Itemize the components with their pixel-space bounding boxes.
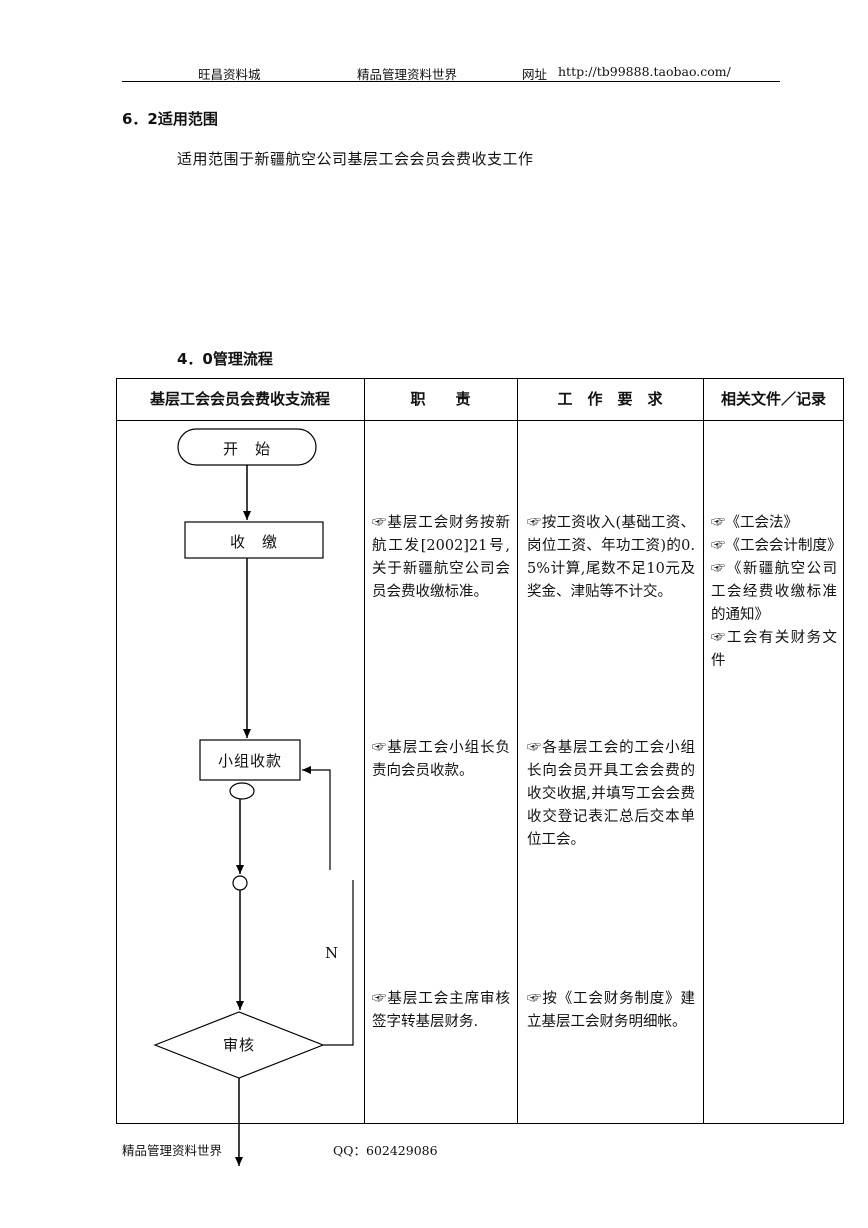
responsibility-group-collect: ☞基层工会小组长负责向会员收款。 <box>372 740 510 779</box>
responsibility-collect: ☞基层工会财务按新航工发[2002]21号,关于新疆航空公司会员会费收缴标准。 <box>372 515 510 600</box>
flow-junction <box>232 875 248 891</box>
document-item: ☞《新疆航空公司工会经费收缴标准的通知》 <box>711 561 837 623</box>
documents-list: ☞《工会法》 ☞《工会会计制度》 ☞《新疆航空公司工会经费收缴标准的通知》 ☞工… <box>711 512 842 673</box>
footer-qq: QQ：602429086 <box>333 1143 438 1158</box>
table-col-divider <box>517 378 518 1124</box>
table-col-divider <box>364 378 365 1124</box>
section-62-title: 6．2适用范围 <box>122 110 218 128</box>
flow-no-label: N <box>325 944 340 962</box>
table-col-divider <box>703 378 704 1124</box>
header-rule <box>122 81 780 82</box>
header-site-label: 网址 <box>522 67 548 82</box>
header-left: 旺昌资料城 <box>198 67 261 82</box>
flow-collect-box <box>184 521 324 559</box>
flow-collect-label: 收 缴 <box>229 533 278 551</box>
footer-left: 精品管理资料世界 <box>122 1143 223 1158</box>
flow-feedback-arrow <box>302 766 331 870</box>
table-header-rule <box>116 420 844 421</box>
document-item: ☞《工会法》 <box>711 515 798 531</box>
process-table <box>116 378 844 1124</box>
flow-review-label: 审核 <box>222 1036 255 1054</box>
requirement-collect: ☞按工资收入(基础工资、岗位工资、年功工资)的0.5%计算,尾数不足10元及奖金… <box>527 515 695 600</box>
flow-group-collect-label: 小组收款 <box>217 752 282 770</box>
responsibility-review: ☞基层工会主席审核签字转基层财务. <box>372 991 510 1030</box>
flow-feedback-line <box>323 880 354 1046</box>
flow-connector <box>229 782 255 800</box>
requirement-review: ☞按《工会财务制度》建立基层工会财务明细帐。 <box>527 991 695 1030</box>
document-item: ☞工会有关财务文件 <box>711 630 837 669</box>
flow-start-label: 开 始 <box>222 440 271 458</box>
requirement-group-collect: ☞各基层工会的工会小组长向会员开具工会会费的收交收据,并填写工会会费收交登记表汇… <box>527 740 695 848</box>
header-url[interactable]: http://tb99888.taobao.com/ <box>558 64 731 79</box>
header-middle: 精品管理资料世界 <box>357 67 458 82</box>
flow-group-collect-box <box>199 739 301 781</box>
table-header-process: 基层工会会员会费收支流程 <box>149 390 330 408</box>
document-item: ☞《工会会计制度》 <box>711 538 842 554</box>
section-62-body: 适用范围于新疆航空公司基层工会会员会费收支工作 <box>177 150 534 168</box>
section-40-title: 4．0管理流程 <box>177 350 273 368</box>
table-header-documents: 相关文件／记录 <box>720 390 826 408</box>
table-header-responsibility: 职 责 <box>410 390 471 408</box>
table-header-requirements: 工 作 要 求 <box>557 390 663 408</box>
